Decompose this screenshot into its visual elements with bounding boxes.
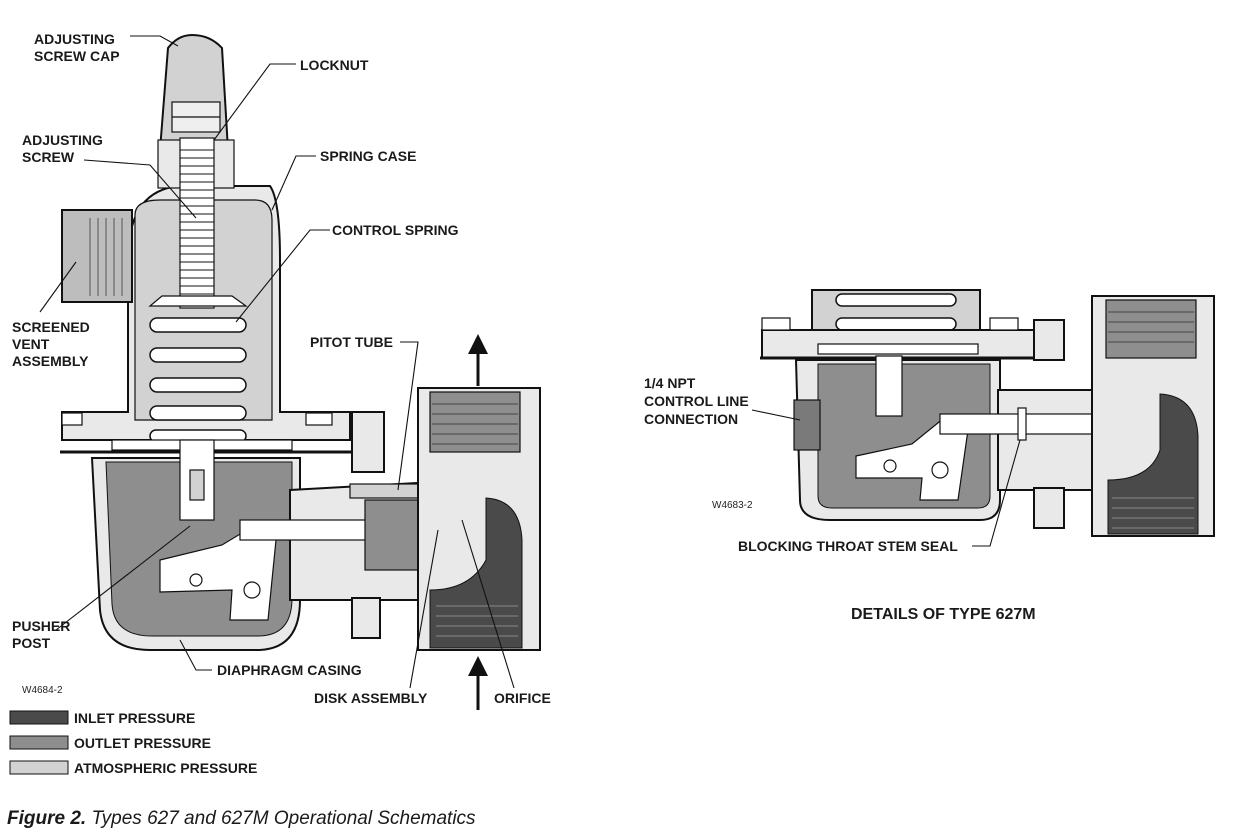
- screened-vent-assembly: [61, 209, 133, 303]
- label-adjusting-screw-line1: ADJUSTING: [22, 132, 103, 148]
- label-screened-vent-line3: ASSEMBLY: [12, 353, 89, 369]
- adjusting-screw: [179, 137, 215, 309]
- label-control-line-line2: CONTROL LINE: [644, 393, 749, 409]
- control-spring: [149, 317, 247, 443]
- screw-threads: [180, 149, 214, 295]
- figure-number: Figure 2.: [7, 808, 87, 829]
- label-control-line-line3: CONNECTION: [644, 411, 738, 427]
- blocking-throat-stem-seal: [1017, 407, 1027, 441]
- legend-label-outlet: OUTLET PRESSURE: [74, 735, 211, 751]
- detail-inlet-chamber: [1107, 393, 1199, 535]
- label-disk-assembly: DISK ASSEMBLY: [314, 690, 428, 706]
- leader-lines: [39, 35, 515, 689]
- label-orifice: ORIFICE: [494, 690, 551, 706]
- label-blocking-throat-stem-seal: BLOCKING THROAT STEM SEAL: [738, 538, 958, 554]
- inlet-flow-arrow: [468, 656, 488, 710]
- detail-lever: [855, 417, 969, 501]
- legend-label-inlet: INLET PRESSURE: [74, 710, 195, 726]
- label-locknut: LOCKNUT: [300, 57, 369, 73]
- legend-label-atmospheric: ATMOSPHERIC PRESSURE: [74, 760, 257, 776]
- label-pusher-post-line1: PUSHER: [12, 618, 70, 634]
- outlet-boss: [351, 411, 385, 473]
- label-adjusting-screw-line2: SCREW: [22, 149, 75, 165]
- detail-title: DETAILS OF TYPE 627M: [851, 606, 1036, 623]
- label-adjusting-screw-cap-line1: ADJUSTING: [34, 31, 115, 47]
- label-pitot-tube: PITOT TUBE: [310, 334, 393, 350]
- outlet-flow-arrow: [468, 334, 488, 386]
- adjusting-screw-cap: [158, 33, 230, 151]
- main-view: ADJUSTING SCREW CAP LOCKNUT ADJUSTING SC…: [12, 31, 551, 710]
- legend: INLET PRESSURE OUTLET PRESSURE ATMOSPHER…: [9, 710, 257, 776]
- control-line-connection: [793, 399, 821, 451]
- label-spring-case: SPRING CASE: [320, 148, 416, 164]
- inlet-chamber: [429, 497, 523, 649]
- atmospheric-chamber: [134, 199, 273, 421]
- label-pusher-post-line2: POST: [12, 635, 51, 651]
- label-control-spring: CONTROL SPRING: [332, 222, 459, 238]
- label-adjusting-screw-cap-line2: SCREW CAP: [34, 48, 120, 64]
- detail-pusher-post: [875, 355, 903, 417]
- detail-outlet-port: [1105, 299, 1197, 359]
- figure-caption-text: Types 627 and 627M Operational Schematic…: [91, 808, 476, 829]
- flange-bolt-right: [305, 412, 333, 426]
- legend-swatch-outlet: [9, 735, 69, 750]
- figure-caption: Figure 2. Types 627 and 627M Operational…: [7, 808, 476, 830]
- legend-swatch-atmospheric: [9, 760, 69, 775]
- detail-body: [997, 389, 1109, 491]
- label-screened-vent-line1: SCREENED: [12, 319, 90, 335]
- upper-spring-seat: [148, 295, 248, 307]
- label-diaphragm-casing: DIAPHRAGM CASING: [217, 662, 362, 678]
- drawing-code-detail: W4683-2: [712, 500, 753, 511]
- detail-diaphragm-plate: [817, 343, 979, 355]
- drain-boss: [351, 597, 381, 639]
- label-control-line-line1: 1/4 NPT: [644, 375, 696, 391]
- flange-bolt-left: [61, 412, 83, 426]
- outlet-port-threads: [429, 391, 521, 453]
- detail-view: 1/4 NPT CONTROL LINE CONNECTION W4683-2 …: [644, 289, 1215, 623]
- drawing-code-main: W4684-2: [22, 685, 63, 696]
- legend-swatch-inlet: [9, 710, 69, 725]
- label-screened-vent-line2: VENT: [12, 336, 50, 352]
